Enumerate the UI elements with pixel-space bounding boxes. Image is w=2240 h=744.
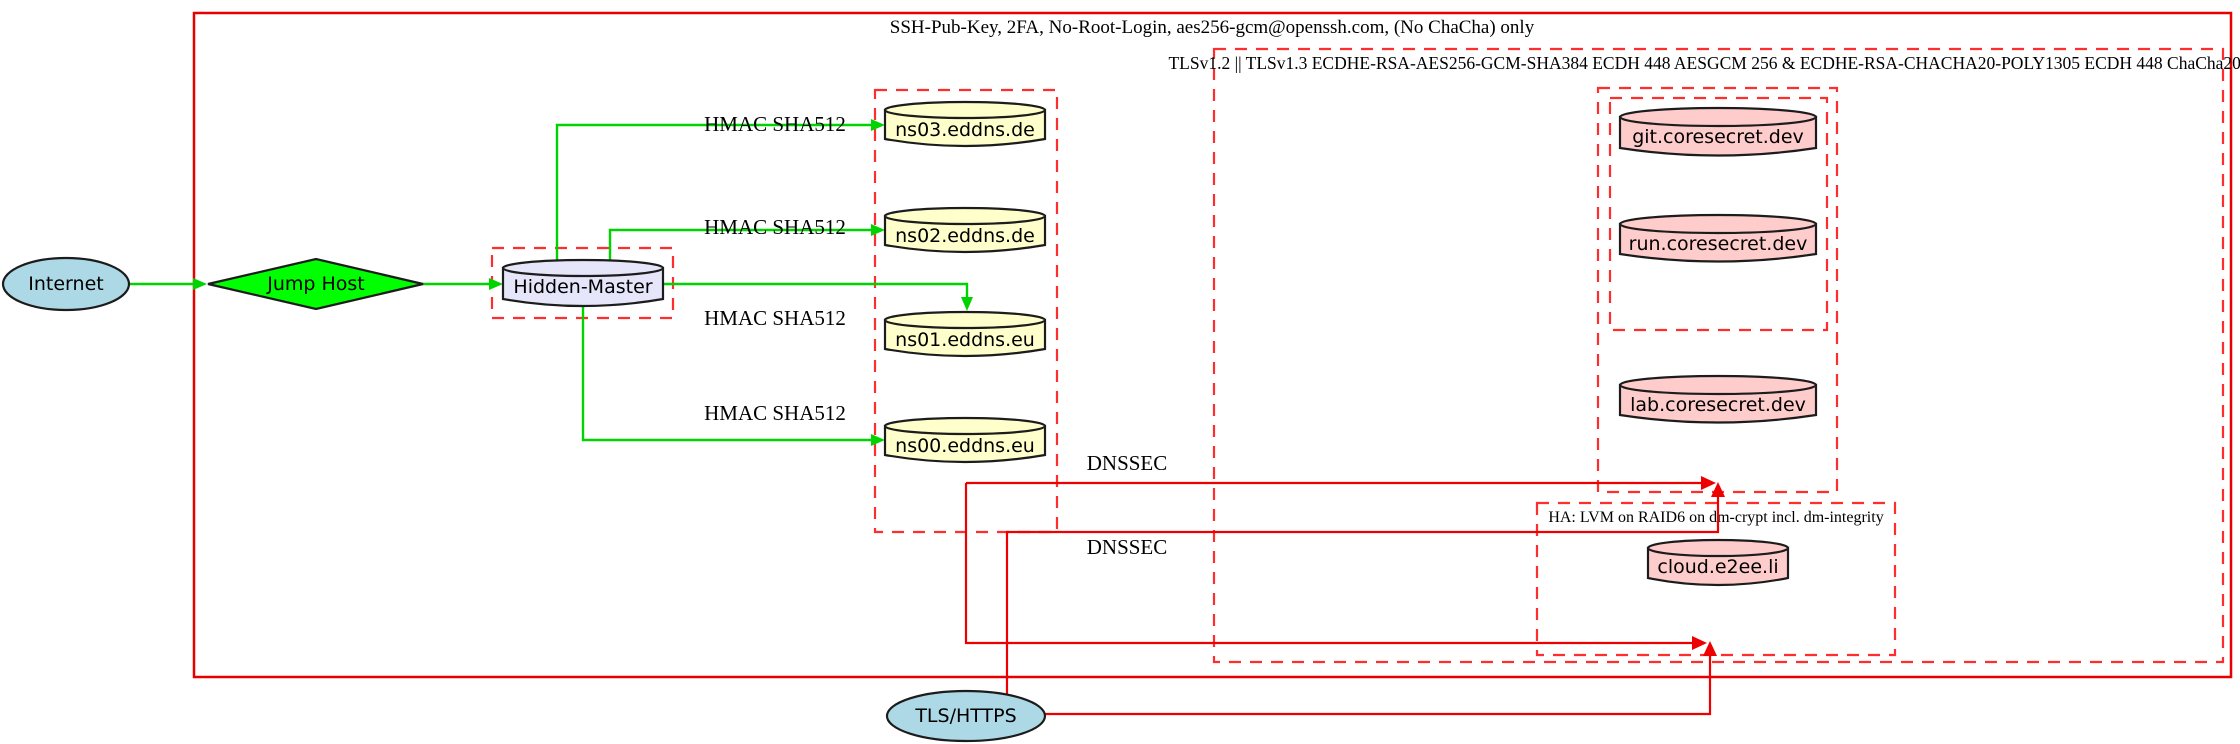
ns03-label: ns03.eddns.de (895, 119, 1035, 141)
edge-hiddenmaster-ns03-arrowhead-icon (871, 119, 885, 131)
cloud-cylinder-top (1646, 538, 1790, 558)
ns02-cylinder-top (883, 206, 1047, 226)
edge-hiddenmaster-ns00-line (581, 307, 871, 442)
run-cylinder-top (1618, 213, 1818, 235)
edge-hiddenmaster-ns02-arrowhead-icon (871, 224, 885, 236)
ns02-label: ns02.eddns.de (895, 225, 1035, 247)
ns00-cylinder-body (883, 424, 1047, 464)
ns00-label: ns00.eddns.eu (895, 435, 1035, 457)
hidden-master-cylinder-top (501, 258, 665, 278)
edge-tlshttps-coresecret-line (1005, 497, 1720, 694)
node-git-coresecret: git.coresecret.dev (1618, 106, 1818, 157)
ha-cluster-border (1535, 501, 1897, 657)
edge-hiddenmaster-ns01-line (663, 282, 969, 297)
tls-https-ellipse (885, 689, 1047, 743)
ns02-cylinder-body (883, 214, 1047, 254)
git-label: git.coresecret.dev (1632, 126, 1804, 148)
edge-hiddenmaster-ns03-line (555, 123, 871, 261)
edge-dnssec-ha-line (964, 483, 1692, 645)
node-hidden-master: Hidden-Master (501, 258, 665, 308)
node-run-coresecret: run.coresecret.dev (1618, 213, 1818, 263)
internet-ellipse (1, 256, 131, 312)
edge-dnssec-coresecret-arrowhead-icon (1701, 476, 1716, 490)
edge-label-hmac-ns03: HMAC SHA512 (704, 112, 846, 136)
edge-dnssec-ha (964, 483, 1707, 650)
edge-label-hmac-ns02: HMAC SHA512 (704, 215, 846, 239)
ns03-cylinder-top (883, 100, 1047, 120)
edge-hiddenmaster-ns03 (555, 119, 885, 261)
jump-host-label: Jump Host (266, 273, 365, 295)
tls-cluster-label: TLSv1.2 || TLSv1.3 ECDHE-RSA-AES256-GCM-… (1168, 53, 2240, 73)
lab-cylinder-body (1618, 383, 1818, 424)
ns00-cylinder-top (883, 416, 1047, 436)
git-cylinder-top (1618, 106, 1818, 128)
lab-label: lab.coresecret.dev (1630, 394, 1806, 416)
cloud-cylinder-body (1646, 546, 1790, 587)
edge-tlshttps-coresecret (1005, 482, 1725, 694)
node-ns03: ns03.eddns.de (883, 100, 1047, 148)
cloud-label: cloud.e2ee.li (1657, 556, 1778, 578)
tls-cluster-border (1212, 47, 2225, 664)
edge-hiddenmaster-ns02-line (608, 228, 871, 261)
hidden-master-cylinder-body (501, 266, 665, 308)
node-lab-coresecret: lab.coresecret.dev (1618, 374, 1818, 424)
ssh-cluster-border (192, 11, 2233, 679)
internet-label: Internet (28, 273, 103, 295)
edge-jumphost-hiddenmaster (423, 278, 503, 290)
edge-tlshttps-ha-arrowhead-icon (1703, 641, 1717, 656)
ha-cluster-label: HA: LVM on RAID6 on dm-crypt incl. dm-in… (1548, 509, 1883, 526)
run-label: run.coresecret.dev (1629, 233, 1808, 255)
node-ns02: ns02.eddns.de (883, 206, 1047, 254)
ns03-cylinder-body (883, 108, 1047, 148)
ns01-cylinder-top (883, 310, 1047, 330)
edge-hiddenmaster-ns00-arrowhead-icon (871, 434, 885, 446)
edge-jumphost-hiddenmaster-arrowhead-icon (489, 278, 503, 290)
edge-dnssec-ha-arrowhead-icon (1692, 636, 1707, 650)
edge-dnssec-coresecret (966, 476, 1716, 490)
edge-hiddenmaster-ns01-arrowhead-icon (961, 297, 973, 311)
edge-label-hmac-ns00: HMAC SHA512 (704, 401, 846, 425)
hidden-master-label: Hidden-Master (513, 276, 652, 298)
git-cylinder-body (1618, 115, 1818, 157)
edge-hiddenmaster-ns00 (581, 307, 885, 446)
node-internet: Internet (1, 256, 131, 312)
run-cylinder-body (1618, 222, 1818, 263)
tls-https-label: TLS/HTTPS (914, 705, 1016, 727)
edge-label-hmac-ns01: HMAC SHA512 (704, 306, 846, 330)
ns01-label: ns01.eddns.eu (895, 329, 1035, 351)
edge-internet-jumphost-arrowhead-icon (193, 278, 207, 290)
lab-cylinder-top (1618, 374, 1818, 396)
node-ns01: ns01.eddns.eu (883, 310, 1047, 358)
ns01-cylinder-body (883, 318, 1047, 358)
edge-tlshttps-coresecret-arrowhead-icon (1711, 482, 1725, 497)
edge-label-dnssec-1: DNSSEC (1087, 451, 1168, 475)
node-jump-host: Jump Host (207, 257, 424, 311)
edge-tlshttps-ha (1045, 641, 1717, 716)
edge-hiddenmaster-ns01 (663, 282, 973, 311)
node-tls-https: TLS/HTTPS (885, 689, 1047, 743)
edge-internet-jumphost (129, 278, 207, 290)
edge-hiddenmaster-ns02 (608, 224, 885, 261)
edge-label-dnssec-2: DNSSEC (1087, 535, 1168, 559)
edge-tlshttps-ha-line (1045, 656, 1712, 716)
node-ns00: ns00.eddns.eu (883, 416, 1047, 464)
node-cloud-e2ee: cloud.e2ee.li (1646, 538, 1790, 587)
jump-host-diamond (207, 257, 424, 311)
ssh-cluster-label: SSH-Pub-Key, 2FA, No-Root-Login, aes256-… (890, 17, 1535, 38)
coresecret-inner-cluster-border (1608, 96, 1829, 332)
